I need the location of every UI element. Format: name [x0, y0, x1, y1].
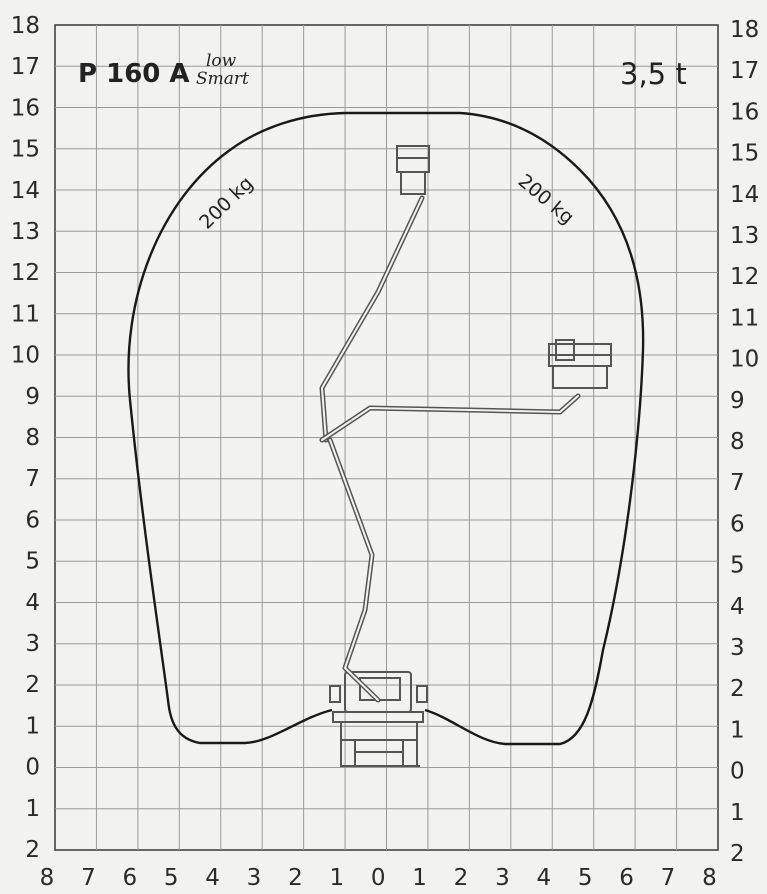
- boom-upper-vertical: [319, 195, 425, 443]
- x-tick: 7: [81, 865, 96, 891]
- x-tick: 8: [40, 865, 55, 891]
- x-tick: 2: [454, 865, 469, 891]
- y-tick-left: 16: [11, 95, 40, 121]
- y-tick-right: 2: [730, 676, 745, 702]
- y-tick-left: 0: [25, 755, 40, 781]
- y-tick-left: 14: [11, 178, 40, 204]
- y-tick-left: 9: [25, 384, 40, 410]
- y-tick-right: 1: [730, 717, 745, 743]
- x-tick: 8: [702, 865, 717, 891]
- y-tick-left: 15: [11, 137, 40, 163]
- x-tick: 6: [122, 865, 137, 891]
- y-tick-left: 3: [25, 631, 40, 657]
- y-tick-right: 2: [730, 841, 745, 867]
- y-tick-right: 11: [730, 305, 759, 331]
- y-tick-left: 6: [25, 507, 40, 533]
- working-envelope: [127, 111, 645, 746]
- load-label-right: 200 kg: [514, 170, 578, 229]
- y-tick-right: 0: [730, 759, 745, 785]
- model-label: P 160 A low Smart: [78, 51, 249, 89]
- y-tick-left: 12: [11, 260, 40, 286]
- load-label-left: 200 kg: [195, 172, 257, 233]
- x-tick: 5: [164, 865, 179, 891]
- y-tick-left: 11: [11, 301, 40, 327]
- y-tick-right: 7: [730, 470, 745, 496]
- y-tick-left: 5: [25, 549, 40, 575]
- model-main-text: P 160 A: [78, 59, 190, 89]
- y-tick-left: 4: [25, 590, 40, 616]
- x-tick: 4: [536, 865, 551, 891]
- y-tick-right: 3: [730, 635, 745, 661]
- model-suffix-top: low: [206, 51, 237, 71]
- y-tick-right: 10: [730, 347, 759, 373]
- y-tick-left: 2: [25, 837, 40, 863]
- basket-top: [396, 145, 430, 195]
- x-tick: 3: [495, 865, 510, 891]
- x-tick: 2: [288, 865, 303, 891]
- y-tick-right: 5: [730, 553, 745, 579]
- y-tick-right: 18: [730, 17, 759, 43]
- y-tick-left: 13: [11, 219, 40, 245]
- y-tick-right: 15: [730, 141, 759, 167]
- x-tick: 4: [205, 865, 220, 891]
- x-tick: 7: [661, 865, 676, 891]
- y-tick-right: 13: [730, 223, 759, 249]
- y-tick-left: 18: [11, 13, 40, 39]
- y-tick-right: 16: [730, 99, 759, 125]
- y-tick-left: 1: [25, 713, 40, 739]
- x-tick: 0: [371, 865, 386, 891]
- y-tick-left: 17: [11, 54, 40, 80]
- y-tick-right: 17: [730, 58, 759, 84]
- boom-upper-horizontal: [319, 393, 581, 443]
- y-tick-left: 1: [25, 796, 40, 822]
- y-tick-left: 2: [25, 672, 40, 698]
- capacity-label: 3,5 t: [620, 57, 687, 91]
- y-tick-right: 14: [730, 182, 759, 208]
- y-tick-right: 12: [730, 264, 759, 290]
- y-tick-right: 9: [730, 388, 745, 414]
- x-tick: 1: [412, 865, 427, 891]
- y-tick-right: 4: [730, 594, 745, 620]
- x-tick: 5: [578, 865, 593, 891]
- model-suffix-bottom: Smart: [196, 69, 249, 89]
- vehicle-base: [329, 671, 428, 767]
- x-tick: 6: [619, 865, 634, 891]
- x-tick: 3: [247, 865, 262, 891]
- x-tick: 1: [329, 865, 344, 891]
- y-tick-left: 10: [11, 343, 40, 369]
- y-tick-right: 1: [730, 800, 745, 826]
- y-tick-right: 8: [730, 429, 745, 455]
- y-tick-right: 6: [730, 511, 745, 537]
- y-tick-left: 7: [25, 466, 40, 492]
- grid: [54, 24, 719, 851]
- basket-side: [548, 339, 612, 389]
- y-tick-left: 8: [25, 425, 40, 451]
